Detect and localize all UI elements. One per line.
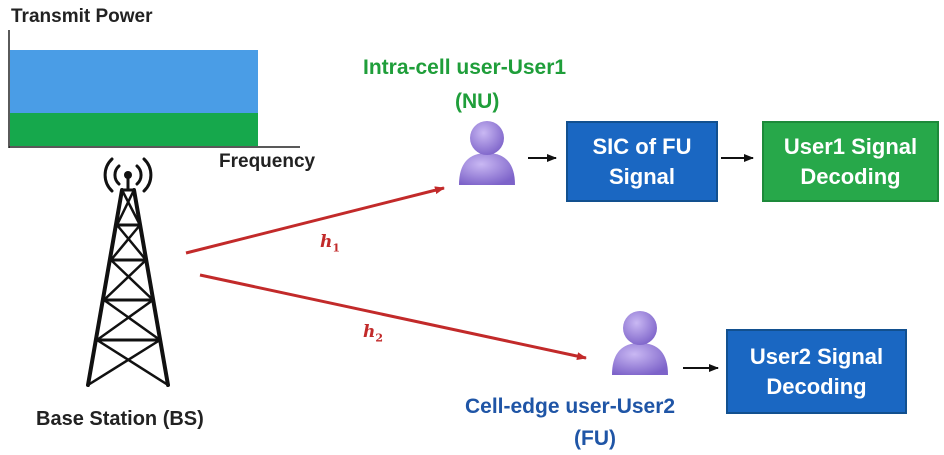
spectrum-band-lower [10, 113, 258, 146]
spectrum-y-axis-label: Transmit Power [11, 6, 153, 27]
user2-box-line2: Decoding [766, 373, 867, 399]
sic-box-line1: SIC of FU [592, 133, 692, 159]
spectrum-band-upper [10, 50, 258, 113]
far-user-abbr: (FU) [574, 427, 616, 450]
user1-box-line1: User1 Signal [783, 133, 918, 159]
near-user-title: Intra-cell user-User1 [363, 56, 567, 79]
near-user-abbr: (NU) [455, 90, 500, 113]
channel-h1-arrow [185, 186, 445, 255]
power-spectrum-plot [8, 30, 300, 148]
near-user-icon [459, 121, 515, 185]
sic-of-fu-signal-box: SIC of FU Signal [566, 121, 718, 202]
cell-tower-icon [86, 157, 170, 387]
sic-box-line2: Signal [608, 163, 675, 189]
user2-box-line1: User2 Signal [749, 343, 884, 369]
user1-signal-decoding-box: User1 Signal Decoding [762, 121, 939, 202]
far-user-icon [612, 311, 668, 375]
user1-box-line2: Decoding [800, 163, 901, 189]
channel-h1-label: h1 [320, 232, 341, 255]
user2-signal-decoding-box: User2 Signal Decoding [726, 329, 907, 414]
far-user-title: Cell-edge user-User2 [465, 395, 676, 418]
base-station-label: Base Station (BS) [36, 408, 204, 430]
spectrum-x-axis-label: Frequency [219, 151, 316, 172]
channel-h2-label: h2 [363, 322, 384, 345]
channel-h2-arrow [199, 273, 587, 361]
